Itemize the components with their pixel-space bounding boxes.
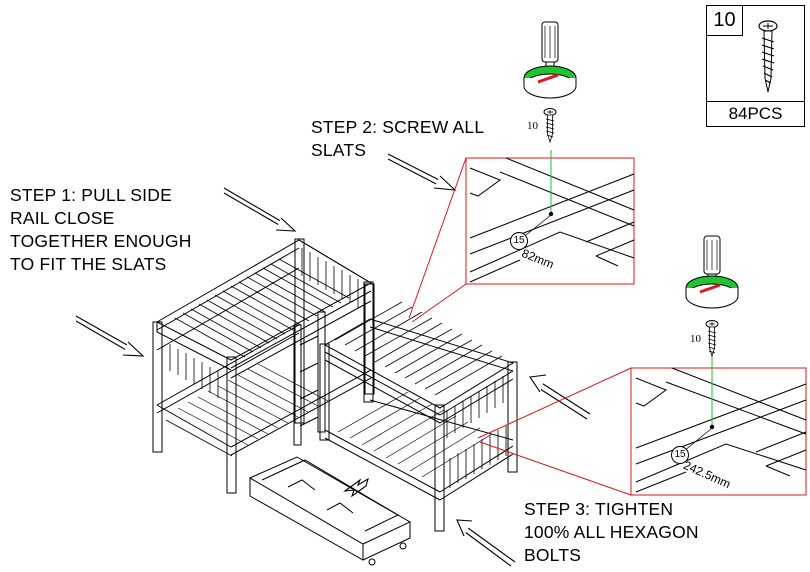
screw-part-number-upper: 10 — [527, 120, 538, 132]
detail-callout-upper — [408, 150, 635, 323]
left-lower-frame — [156, 324, 372, 457]
step2-line: STEP 2: SCREW ALL — [311, 117, 485, 137]
screw-icon — [705, 320, 719, 358]
arrow-step3 — [456, 519, 516, 567]
step3-instruction: STEP 3: TIGHTEN 100% ALL HEXAGON BOLTS — [524, 498, 699, 567]
screw-icon — [543, 108, 557, 144]
arrow-drawer — [343, 477, 369, 498]
step3-line: BOLTS — [524, 545, 582, 565]
step1-line: RAIL CLOSE — [10, 208, 115, 228]
right-headboard-spindles — [446, 376, 507, 488]
step3-line: STEP 3: TIGHTEN — [524, 499, 674, 519]
parts-id: 10 — [707, 6, 743, 36]
storage-drawer — [248, 456, 412, 566]
arrow-step1-top — [223, 187, 297, 232]
parts-quantity: 84PCS — [728, 104, 783, 123]
screwdriver-icon — [523, 21, 577, 99]
parts-divider — [707, 101, 804, 102]
hole-marker-lower: 15 — [671, 446, 689, 464]
right-upper-slats — [334, 301, 503, 396]
step2-line: SLATS — [311, 140, 367, 160]
screw-part-number-lower: 10 — [690, 333, 701, 345]
screwdriver-icon — [685, 235, 739, 309]
screw-icon — [758, 20, 778, 93]
right-lower-slats — [337, 391, 493, 478]
slat-closeup-upper — [469, 157, 635, 283]
right-upper-frame — [323, 318, 515, 424]
left-bed-posts — [152, 238, 374, 494]
hole-marker-upper: 15 — [510, 232, 528, 250]
step2-instruction: STEP 2: SCREW ALL SLATS — [311, 116, 484, 162]
step1-line: TO FIT THE SLATS — [10, 254, 167, 274]
right-lower-frame — [324, 399, 514, 501]
step1-line: STEP 1: PULL SIDE — [10, 185, 172, 205]
parts-box: 10 84PCS — [706, 5, 805, 127]
arrow-step1-left — [75, 315, 145, 357]
detail-frame-upper — [465, 157, 635, 285]
l-shaped-bunk-bed — [152, 238, 518, 566]
step3-line: 100% ALL HEXAGON — [524, 522, 699, 542]
ladder — [293, 311, 326, 446]
slat-closeup-lower — [635, 367, 807, 493]
step1-line: TOGETHER ENOUGH — [10, 231, 192, 251]
left-lower-slats — [177, 363, 329, 446]
left-upper-slats — [174, 258, 350, 358]
detail-frame-lower — [630, 367, 807, 496]
step1-instruction: STEP 1: PULL SIDE RAIL CLOSE TOGETHER EN… — [10, 184, 192, 276]
arrow-right-rail — [529, 374, 591, 420]
right-bed-posts — [319, 283, 518, 532]
left-headboard-spindles — [161, 248, 359, 398]
detail-callout-lower — [477, 354, 807, 496]
